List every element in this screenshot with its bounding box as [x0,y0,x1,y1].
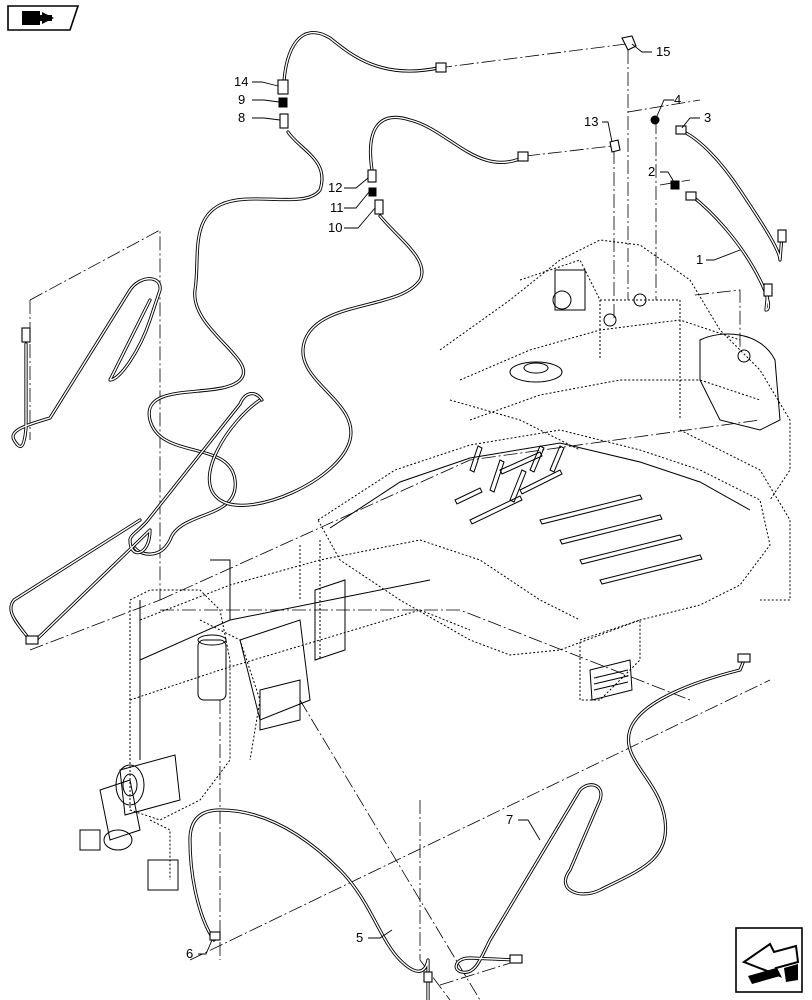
fitting-8 [279,113,289,129]
navigation-arrow-icon[interactable] [735,927,803,993]
callout-2: 2 [648,164,655,179]
callout-3: 3 [704,110,711,125]
fitting-left-bottom [25,635,39,645]
fitting-4 [650,115,660,125]
callout-8: 8 [238,110,245,125]
hose-fittings [21,35,787,983]
fitting-3-right [777,229,787,243]
hose-end-mid [517,151,529,162]
callout-4: 4 [674,92,681,107]
fitting-9 [278,97,288,108]
hose-top [282,31,440,84]
fitting-7-end [509,954,523,964]
assembly-centerlines [29,43,771,1000]
fitting-14 [277,79,289,95]
fitting-5 [423,971,433,983]
fitting-7-top [737,653,751,663]
callout-12: 12 [328,180,342,195]
callout-10: 10 [328,220,342,235]
callout-15: 15 [656,44,670,59]
hose-end-top [435,62,447,73]
fitting-1-right [763,283,773,297]
machine-frame [79,239,791,891]
callout-11: 11 [330,200,344,215]
fitting-2 [670,180,680,190]
callout-13: 13 [584,114,598,129]
book-view-icon[interactable] [7,5,80,31]
callout-6: 6 [186,946,193,961]
fitting-11 [368,187,377,197]
callout-1: 1 [696,252,703,267]
fitting-10 [374,199,384,215]
callout-labels: 14 9 8 12 11 10 13 15 4 3 2 1 7 5 6 [186,44,711,961]
fitting-12 [367,169,377,183]
callout-14: 14 [234,74,248,89]
callout-9: 9 [238,92,245,107]
fitting-6 [209,931,221,941]
callout-7: 7 [506,812,513,827]
hose-assemblies [9,31,784,1000]
callout-5: 5 [356,930,363,945]
fitting-left-top [21,327,31,343]
fitting-13 [609,139,621,153]
fitting-3-end [675,125,687,135]
fitting-15 [621,35,637,51]
fitting-1-end [685,191,697,201]
callout-leaders [198,43,741,955]
